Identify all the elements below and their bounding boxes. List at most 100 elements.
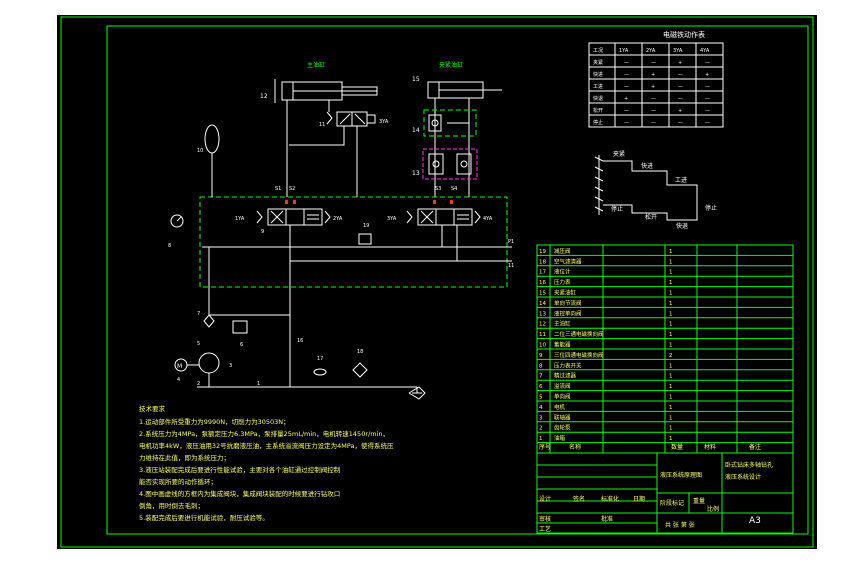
table-cell: + — [678, 108, 682, 114]
table-cell: — — [705, 84, 710, 90]
label-5: 5 — [197, 341, 200, 347]
valve-11 — [326, 111, 376, 127]
table-cell: + — [624, 96, 628, 102]
table-header-2: 2YA — [646, 48, 656, 54]
valve-9-clamp — [406, 208, 481, 226]
parts-row-name: 夹紧油缸 — [554, 289, 577, 297]
air-filter — [352, 362, 368, 378]
table-cell: — — [705, 108, 710, 114]
parts-row-no: 9 — [539, 353, 543, 359]
title-machine-2: 液压系统设计 — [725, 473, 761, 481]
label-4ya: 4YA — [483, 216, 493, 222]
parts-row-name: 蓄能器 — [554, 341, 571, 349]
throttle-valve-block — [423, 109, 477, 137]
label-15: 15 — [412, 76, 420, 83]
parts-row-qty: 1 — [669, 374, 673, 380]
label-13: 13 — [412, 170, 420, 177]
cycle-step: 夹紧 — [613, 150, 625, 158]
label-s4: S4 — [451, 186, 457, 192]
filter-7 — [203, 314, 215, 328]
note-line: 4.图中画虚线的方框内为集成阀块，集成阀块装配的时候要进行钻攻口 — [139, 489, 340, 498]
parts-row-qty: 1 — [669, 249, 673, 255]
notes-heading: 技术要求 — [139, 404, 166, 413]
label-2ya: 2YA — [333, 216, 343, 222]
table-cell: — — [624, 72, 629, 78]
label-10: 10 — [197, 148, 203, 154]
parts-row-qty: 1 — [669, 270, 673, 276]
parts-row-qty: 1 — [669, 280, 673, 286]
label-1ya: 1YA — [235, 216, 245, 222]
relief-valve — [232, 320, 248, 334]
solenoid-table-title: 电磁铁动作表 — [663, 30, 705, 39]
cycle-step: 工进 — [675, 176, 687, 184]
table-cell: + — [705, 72, 709, 78]
drawing-sheet: 主油缸 12 11 3YA 夹紧油缸 15 14 13 — [57, 15, 817, 549]
outer-frame — [60, 16, 814, 548]
label-11-top: 11 — [319, 122, 325, 128]
parts-row-no: 4 — [539, 405, 543, 411]
parts-row-name: 单向节流阀 — [554, 299, 582, 307]
parts-row-no: 7 — [539, 374, 543, 380]
parts-row-name: 液控单向阀 — [554, 309, 582, 317]
table-header-0: 工况 — [593, 48, 603, 54]
reducing-valve-19 — [358, 233, 372, 245]
parts-header-material: 材料 — [704, 443, 716, 451]
note-line: 电机功率4kW，液压油用32号抗磨液压油，主系统溢流阀压力设定为4MPa，使得系… — [139, 441, 394, 450]
label-3: 3 — [229, 363, 232, 369]
parts-row-qty: 1 — [669, 426, 673, 432]
table-row-name: 快进 — [593, 71, 603, 78]
table-cell: — — [651, 96, 656, 102]
title-check: 审核 — [539, 515, 551, 523]
parts-row-qty: 1 — [669, 259, 673, 265]
table-cell: + — [678, 60, 682, 66]
inner-frame — [106, 25, 809, 535]
table-row-name: 松开 — [593, 107, 603, 114]
label-8: 8 — [168, 243, 171, 249]
title-approve: 批准 — [601, 515, 613, 523]
drain-valve — [408, 386, 426, 400]
solenoid-table — [588, 42, 724, 128]
label-2: 2 — [197, 381, 200, 387]
marker-red-4 — [450, 200, 453, 204]
table-header-4: 4YA — [700, 48, 710, 54]
note-line: 1.运动部件所受重力为9990N，切削力为30503N； — [139, 417, 290, 426]
title-standard: 标准化 — [601, 495, 619, 503]
table-cell: — — [651, 60, 656, 66]
table-row-name: 停止 — [593, 119, 603, 126]
label-p1: P1 — [508, 239, 514, 245]
level-gauge — [313, 368, 327, 376]
parts-row-name: 齿轮泵 — [554, 424, 571, 432]
parts-row-no: 14 — [539, 301, 546, 307]
note-line: 倒角，用时倒去毛刺； — [139, 501, 204, 510]
parts-row-qty: 1 — [669, 322, 673, 328]
label-s3: S3 — [435, 186, 441, 192]
parts-row-no: 2 — [539, 426, 543, 432]
parts-row-qty: 1 — [669, 405, 673, 411]
motor-label: M — [177, 363, 182, 370]
table-cell: — — [624, 108, 629, 114]
label-1: 1 — [257, 381, 260, 387]
label-12: 12 — [260, 93, 268, 100]
label-3ya: 3YA — [387, 216, 397, 222]
parts-header-qty: 数量 — [671, 443, 683, 451]
parts-row-name: 溢流阀 — [554, 382, 571, 390]
parts-row-no: 12 — [539, 322, 546, 328]
table-cell: — — [678, 120, 683, 126]
pilot-check-block — [422, 148, 478, 180]
parts-row-name: 精过滤器 — [554, 372, 577, 380]
label-17: 17 — [317, 356, 323, 362]
parts-header-name: 名称 — [569, 443, 581, 451]
table-cell: + — [651, 84, 655, 90]
label-14: 14 — [412, 127, 420, 134]
table-cell: — — [624, 60, 629, 66]
parts-row-no: 8 — [539, 363, 543, 369]
marker-red-3 — [433, 200, 436, 204]
parts-row-no: 1 — [539, 436, 543, 442]
cycle-step: 停止 — [611, 205, 623, 213]
clamp-cylinder — [427, 81, 502, 99]
table-cell: + — [651, 72, 655, 78]
label-4: 4 — [177, 377, 180, 383]
parts-row-name: 液位计 — [554, 268, 571, 276]
